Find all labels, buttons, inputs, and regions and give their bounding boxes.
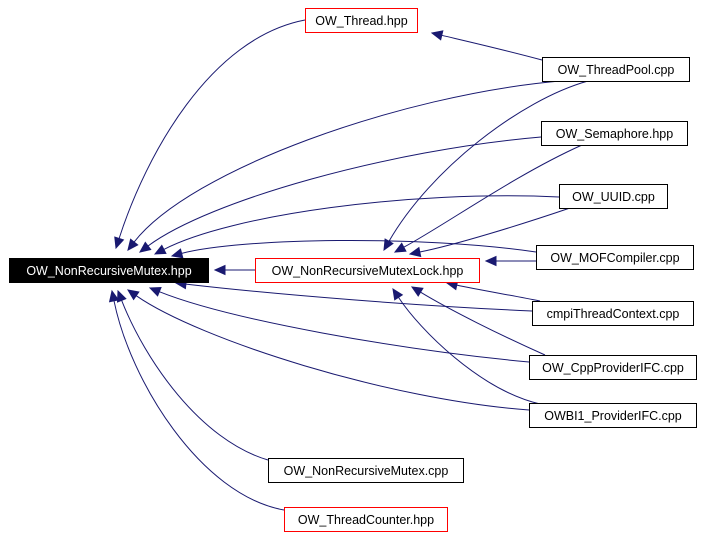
arrowhead-icon — [114, 236, 125, 250]
edge-line — [185, 283, 533, 312]
arrowhead-icon — [484, 255, 497, 267]
edge-threadcounter_hpp-to-nrm_hpp — [108, 289, 285, 511]
arrowhead-icon — [127, 289, 140, 301]
node-box — [529, 355, 697, 380]
edge-line — [135, 295, 530, 411]
node-nrm_hpp[interactable]: OW_NonRecursiveMutex.hpp — [9, 258, 209, 283]
arrowhead-icon — [213, 264, 226, 276]
arrowhead-icon — [153, 244, 167, 255]
arrowhead-icon — [410, 286, 424, 297]
node-box — [532, 301, 694, 326]
node-box — [284, 507, 448, 532]
node-box — [305, 8, 418, 33]
edge-line — [121, 300, 269, 461]
arrowhead-icon — [148, 286, 162, 297]
edge-nrm_cpp-to-nrm_hpp — [116, 289, 269, 461]
edge-cppprovider_cpp-to-nrmlock_hpp — [410, 286, 546, 356]
edge-line — [441, 34, 543, 61]
edge-semaphore_hpp-to-nrm_hpp — [139, 136, 542, 253]
arrowhead-icon — [408, 246, 422, 258]
node-box — [541, 121, 688, 146]
arrowhead-icon — [430, 30, 444, 41]
node-box — [536, 245, 694, 270]
edge-nrmlock_hpp-to-nrm_hpp — [213, 264, 255, 276]
edge-line — [403, 144, 583, 248]
arrowhead-icon — [392, 287, 404, 301]
node-label: cmpiThreadContext.cpp — [547, 307, 680, 321]
edge-line — [113, 300, 285, 511]
node-label: OW_ThreadCounter.hpp — [298, 513, 434, 527]
arrowhead-icon — [393, 242, 407, 253]
node-label: OW_ThreadPool.cpp — [558, 63, 675, 77]
edge-cmpithreadcontext_cpp-to-nrmlock_hpp — [445, 280, 541, 302]
node-box — [9, 258, 209, 283]
edge-threadpool_cpp-to-thread_hpp — [430, 30, 543, 61]
node-cppprovider_cpp[interactable]: OW_CppProviderIFC.cpp — [529, 355, 697, 380]
node-semaphore_hpp[interactable]: OW_Semaphore.hpp — [541, 121, 688, 146]
edge-cmpithreadcontext_cpp-to-nrm_hpp — [174, 278, 533, 312]
edge-mofcompiler_cpp-to-nrmlock_hpp — [484, 255, 536, 267]
edge-line — [419, 207, 571, 253]
arrowhead-icon — [127, 238, 139, 251]
node-label: OW_MOFCompiler.cpp — [550, 251, 679, 265]
node-label: OW_Thread.hpp — [315, 14, 407, 28]
edge-line — [147, 136, 542, 247]
edge-owbi1provider_cpp-to-nrmlock_hpp — [392, 287, 541, 405]
edge-threadpool_cpp-to-nrmlock_hpp — [383, 80, 589, 252]
node-threadpool_cpp[interactable]: OW_ThreadPool.cpp — [542, 57, 690, 82]
node-label: OW_NonRecursiveMutex.hpp — [26, 264, 191, 278]
node-label: OWBI1_ProviderIFC.cpp — [544, 409, 682, 423]
edge-line — [118, 19, 306, 239]
edge-cppprovider_cpp-to-nrm_hpp — [148, 286, 530, 363]
edge-semaphore_hpp-to-nrmlock_hpp — [393, 144, 583, 253]
edge-line — [181, 239, 537, 254]
edge-line — [159, 291, 530, 363]
node-label: OW_NonRecursiveMutex.cpp — [284, 464, 449, 478]
node-label: OW_UUID.cpp — [572, 190, 655, 204]
edge-thread_hpp-to-nrm_hpp — [114, 19, 306, 250]
arrowhead-icon — [170, 248, 184, 259]
arrowhead-icon — [108, 289, 120, 303]
edge-line — [456, 284, 541, 302]
node-box — [559, 184, 668, 209]
node-owbi1provider_cpp[interactable]: OWBI1_ProviderIFC.cpp — [529, 403, 697, 428]
edge-uuid_cpp-to-nrm_hpp — [153, 195, 560, 255]
node-cmpithreadcontext_cpp[interactable]: cmpiThreadContext.cpp — [532, 301, 694, 326]
node-box — [268, 458, 464, 483]
edge-uuid_cpp-to-nrmlock_hpp — [408, 207, 571, 258]
edge-line — [133, 80, 561, 243]
node-threadcounter_hpp[interactable]: OW_ThreadCounter.hpp — [284, 507, 448, 532]
arrowhead-icon — [116, 289, 127, 303]
node-nrm_cpp[interactable]: OW_NonRecursiveMutex.cpp — [268, 458, 464, 483]
node-label: OW_NonRecursiveMutexLock.hpp — [272, 264, 464, 278]
edge-line — [163, 195, 560, 250]
node-box — [529, 403, 697, 428]
node-thread_hpp[interactable]: OW_Thread.hpp — [305, 8, 418, 33]
node-box — [542, 57, 690, 82]
node-uuid_cpp[interactable]: OW_UUID.cpp — [559, 184, 668, 209]
edge-line — [388, 80, 589, 242]
node-label: OW_Semaphore.hpp — [556, 127, 673, 141]
node-nrmlock_hpp[interactable]: OW_NonRecursiveMutexLock.hpp — [255, 258, 480, 283]
edge-line — [398, 297, 541, 405]
edge-mofcompiler_cpp-to-nrm_hpp — [170, 239, 537, 259]
node-box — [255, 258, 480, 283]
node-label: OW_CppProviderIFC.cpp — [542, 361, 684, 375]
edge-line — [420, 291, 546, 356]
edge-owbi1provider_cpp-to-nrm_hpp — [127, 289, 530, 411]
arrowhead-icon — [139, 241, 152, 253]
arrowhead-icon — [383, 238, 394, 252]
nodes-layer: OW_NonRecursiveMutex.hpp OW_Thread.hppOW_… — [9, 8, 697, 532]
node-mofcompiler_cpp[interactable]: OW_MOFCompiler.cpp — [536, 245, 694, 270]
edge-threadpool_cpp-to-nrm_hpp — [127, 80, 561, 251]
